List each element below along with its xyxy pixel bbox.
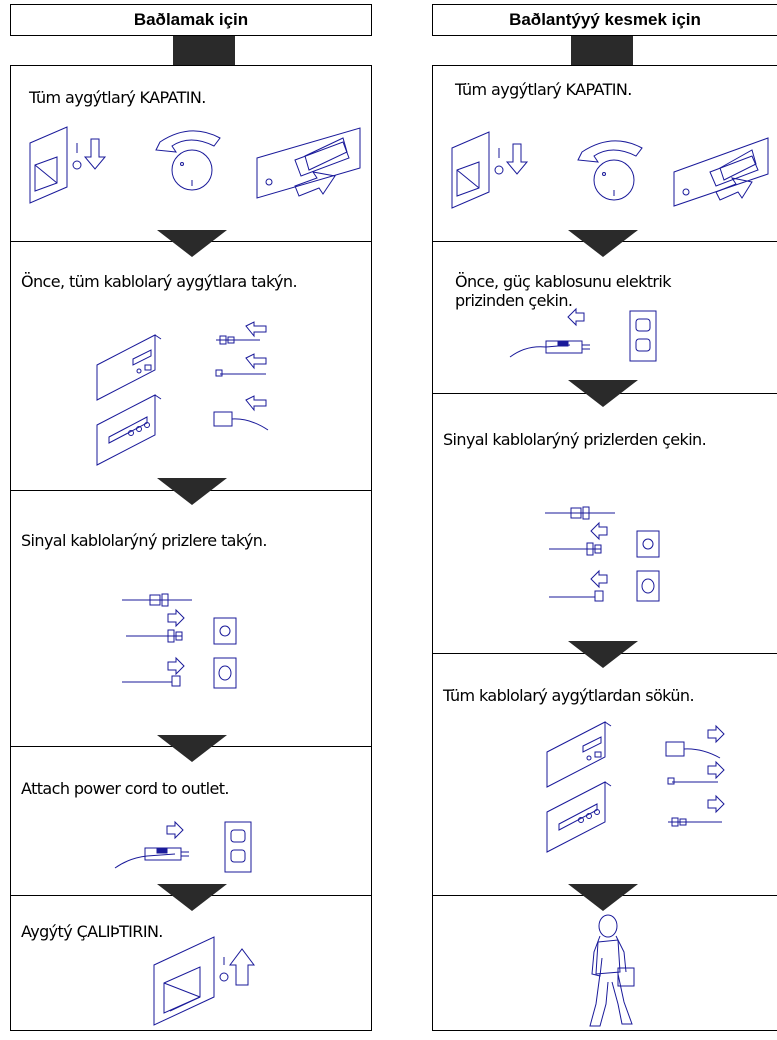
down-arrow-icon [157, 230, 227, 257]
step-panel: Sinyal kablolarýný prizlerden çekin. [432, 393, 777, 654]
rocker-switch-icon [672, 126, 772, 206]
power-switch-icon [447, 130, 537, 210]
down-arrow-icon [568, 230, 638, 257]
step-panel: Önce, tüm kablolarý aygýtlara takýn. [10, 241, 372, 491]
step-text: Attach power cord to outlet. [21, 779, 230, 798]
power-cord-icon [510, 305, 660, 375]
power-cord-icon [115, 818, 255, 888]
walking-person-icon [578, 912, 648, 1032]
step-panel: Aygýtý ÇALIÞTIRIN. [10, 895, 372, 1031]
header-connector-tab [173, 36, 235, 66]
step-panel: Attach power cord to outlet. [10, 746, 372, 896]
down-arrow-icon [568, 884, 638, 911]
header-connector-tab [571, 36, 633, 66]
cable-connectors-icon [210, 320, 290, 440]
down-arrow-icon [157, 735, 227, 762]
down-arrow-icon [568, 641, 638, 668]
left-header: Baðlamak için [10, 4, 372, 36]
down-arrow-icon [157, 478, 227, 505]
power-dial-icon [150, 120, 230, 200]
signal-cables-icon [545, 505, 675, 615]
power-dial-icon [572, 130, 652, 210]
step-text: Sinyal kablolarýný prizlere takýn. [21, 531, 267, 550]
right-header: Baðlantýyý kesmek için [432, 4, 777, 36]
device-units-icon [545, 712, 635, 862]
step-text: Tüm kablolarý aygýtlardan sökün. [443, 686, 695, 705]
step-text: Tüm aygýtlarý KAPATIN. [29, 88, 206, 107]
step-text: Tüm aygýtlarý KAPATIN. [455, 80, 632, 99]
rocker-switch-icon [255, 120, 375, 200]
down-arrow-icon [157, 884, 227, 911]
power-switch-icon [25, 125, 115, 205]
step-text: Sinyal kablolarýný prizlerden çekin. [443, 430, 707, 449]
down-arrow-icon [568, 380, 638, 407]
device-units-icon [95, 325, 185, 475]
cable-connectors-icon [662, 724, 742, 844]
step-text: Aygýtý ÇALIÞTIRIN. [21, 922, 163, 941]
power-switch-on-icon [150, 935, 260, 1025]
step-text: Önce, güç kablosunu elektrik prizinden ç… [455, 272, 672, 310]
step-text: Önce, tüm kablolarý aygýtlara takýn. [21, 272, 298, 291]
signal-cables-icon [122, 590, 252, 700]
